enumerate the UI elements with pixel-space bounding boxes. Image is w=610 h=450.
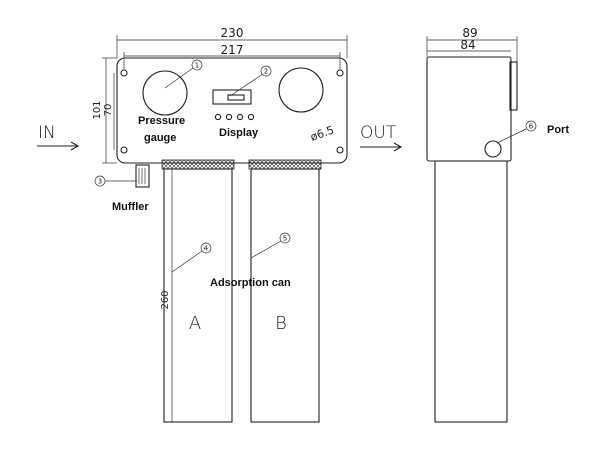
side-protrusion bbox=[509, 61, 518, 111]
dim-217: 217 bbox=[221, 43, 244, 57]
mount-hole-bl bbox=[120, 146, 128, 154]
mount-hole-br bbox=[336, 146, 344, 154]
port-circle bbox=[484, 140, 502, 158]
svg-text:3: 3 bbox=[98, 178, 102, 186]
display-button-1 bbox=[214, 113, 222, 121]
display-digits bbox=[227, 94, 245, 101]
dim-70: 70 bbox=[103, 104, 114, 117]
front-view bbox=[116, 57, 348, 423]
side-view bbox=[426, 56, 518, 423]
can-b-letter: B bbox=[275, 313, 287, 334]
callout-muffler: 3 Muffler bbox=[94, 175, 149, 213]
pressure-gauge-left bbox=[142, 70, 188, 116]
label-display: Display bbox=[219, 127, 259, 139]
front-dimensions: 230 217 101 70 ø6.5 260 bbox=[92, 26, 348, 310]
filter-mesh-b bbox=[248, 159, 322, 170]
display-button-4 bbox=[247, 113, 255, 121]
callout-can-b: 5 bbox=[250, 232, 291, 259]
display-button-3 bbox=[236, 113, 244, 121]
out-arrow-head bbox=[393, 142, 403, 152]
mount-hole-tr bbox=[336, 69, 344, 77]
label-adsorption-can: Adsorption can bbox=[210, 277, 291, 289]
svg-text:6: 6 bbox=[529, 123, 534, 131]
display-button-2 bbox=[225, 113, 233, 121]
svg-text:2: 2 bbox=[264, 68, 268, 76]
callout-port: 6 Port bbox=[496, 120, 569, 144]
flow-out: OUT bbox=[360, 123, 403, 152]
display-screen bbox=[212, 89, 252, 105]
filter-mesh-a bbox=[161, 159, 235, 170]
svg-text:5: 5 bbox=[283, 235, 287, 243]
flow-in: IN bbox=[37, 123, 80, 151]
callout-display: 2 Display bbox=[219, 65, 272, 139]
label-port: Port bbox=[547, 124, 569, 136]
out-label: OUT bbox=[360, 123, 397, 143]
label-pressure: Pressure bbox=[138, 115, 185, 127]
dim-260: 260 bbox=[160, 290, 171, 309]
svg-text:4: 4 bbox=[204, 245, 209, 253]
adsorption-can-a bbox=[163, 168, 233, 423]
can-a-letter: A bbox=[189, 313, 201, 334]
callout-can-a: 4 bbox=[171, 242, 212, 273]
dim-89: 89 bbox=[462, 26, 477, 40]
dim-hole: ø6.5 bbox=[309, 123, 336, 144]
adsorption-can-b bbox=[250, 168, 320, 423]
side-can bbox=[434, 160, 508, 423]
svg-text:1: 1 bbox=[195, 62, 199, 70]
muffler-body bbox=[135, 164, 150, 188]
in-label: IN bbox=[38, 123, 56, 143]
mount-hole-tl bbox=[120, 69, 128, 77]
dim-84: 84 bbox=[460, 38, 475, 52]
dim-101: 101 bbox=[92, 100, 103, 119]
label-gauge: gauge bbox=[144, 132, 176, 144]
callout-pressure-gauge: 1 Pressure gauge bbox=[138, 59, 203, 144]
dim-230: 230 bbox=[221, 26, 244, 40]
in-arrow-head bbox=[70, 141, 80, 151]
side-control-head bbox=[426, 56, 512, 162]
label-muffler: Muffler bbox=[112, 201, 149, 213]
side-dimensions: 89 84 bbox=[426, 26, 518, 62]
pressure-gauge-right bbox=[278, 67, 324, 113]
muffler-grille bbox=[138, 168, 146, 184]
